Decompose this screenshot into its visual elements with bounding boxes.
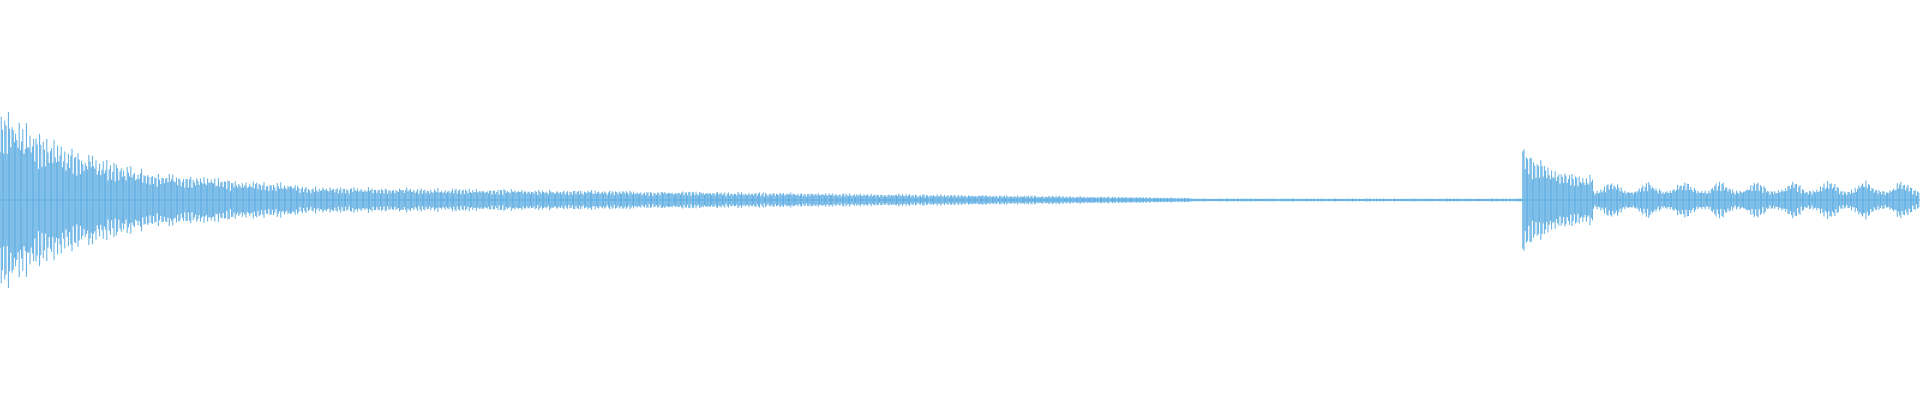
waveform-panel[interactable] — [0, 0, 1920, 400]
audio-waveform[interactable] — [0, 0, 1920, 400]
